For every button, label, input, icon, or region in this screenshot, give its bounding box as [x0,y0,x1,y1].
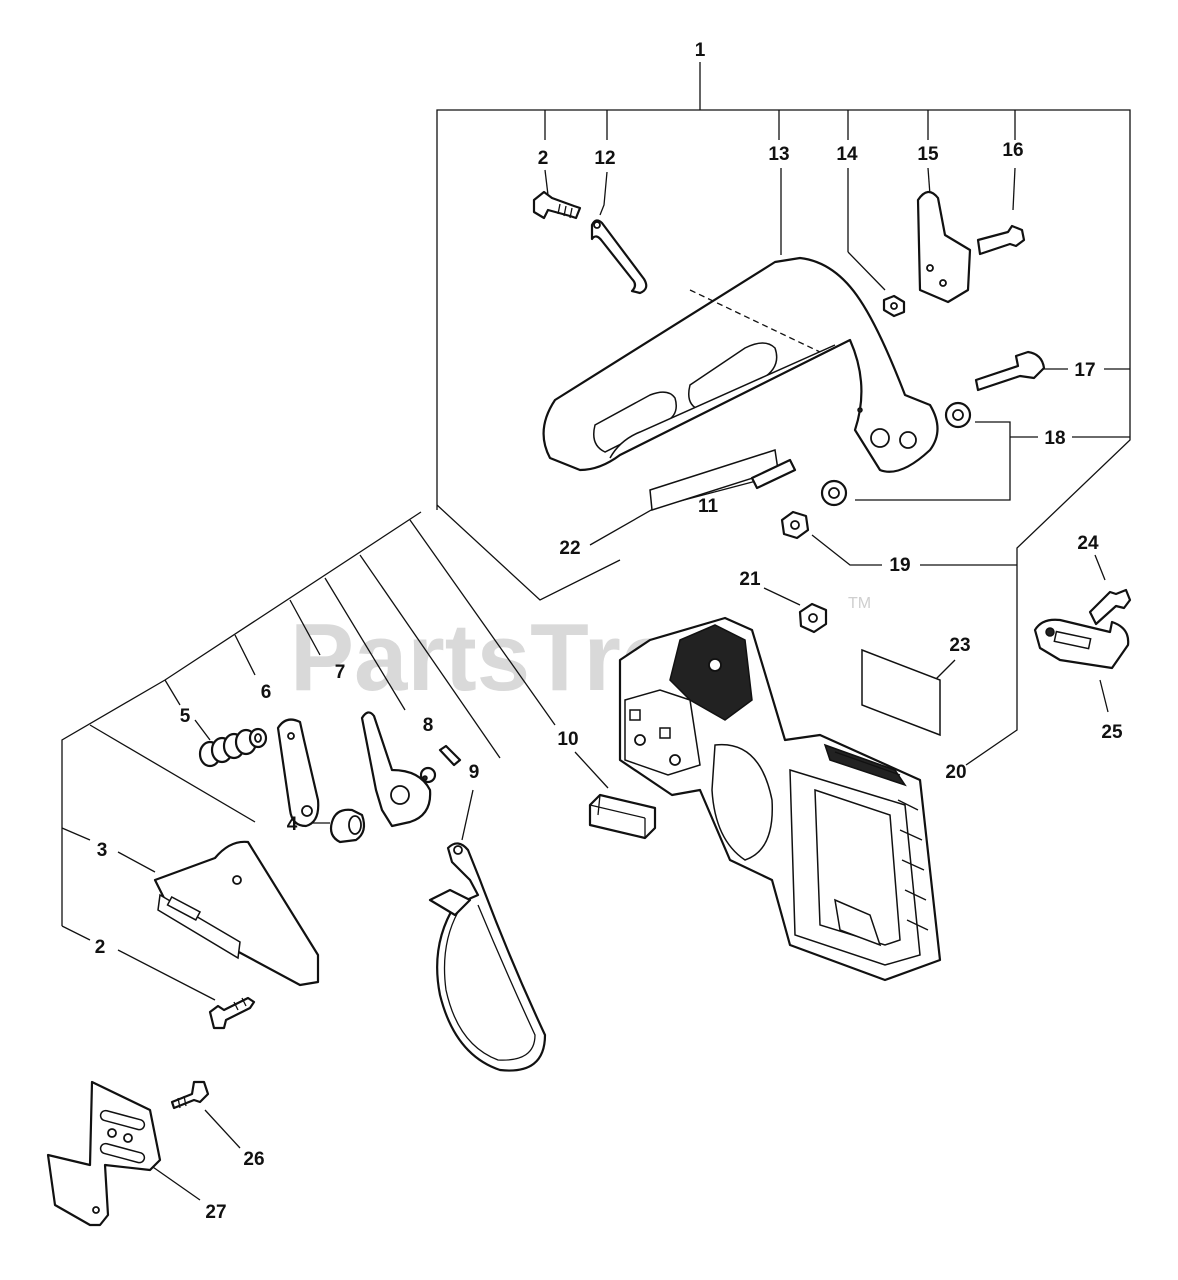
part-21-nut [798,602,828,634]
part-17-bolt [974,350,1046,392]
callout-24: 24 [1077,533,1099,554]
part-23-label [861,648,941,737]
callout-17: 17 [1074,360,1095,381]
cover-vents [834,751,929,931]
callout-3: 3 [97,840,108,861]
callout-18: 18 [1044,428,1065,449]
callout-6: 6 [261,682,272,703]
part-11-pin [750,458,797,490]
callout-26: 26 [243,1149,264,1170]
callout-9: 9 [469,762,480,783]
callout-11: 11 [698,496,719,517]
callout-27: 27 [205,1202,226,1223]
part-3-plate [153,840,320,987]
callout-21: 21 [739,569,761,590]
part-12-clip [590,219,648,295]
part-2-screw [208,996,256,1030]
part-26-screw [170,1080,210,1110]
part-13-chain-cover [542,256,939,473]
part-5-spring [198,727,268,768]
part-10-block [588,793,657,840]
part-16-bolt [976,224,1026,256]
part-15-plate [916,190,972,304]
callout-4: 4 [287,814,298,835]
callout-14: 14 [836,144,858,165]
part-2-bolt [532,190,582,220]
part-4-bushing [329,808,366,844]
callout-5: 5 [180,706,191,727]
part-19-nut [780,510,810,540]
watermark-trademark: TM [848,595,871,612]
callout-1: 1 [695,40,706,61]
part-14-nut [882,294,906,318]
callout-2-top: 2 [538,148,549,169]
callout-10: 10 [557,729,578,750]
fan-lines [89,519,556,824]
part-20-clutch-cover [618,616,942,982]
assembly-bracket-lines [61,62,1131,941]
callout-labels: 1 2 12 13 14 15 16 17 18 19 20 21 22 23 … [95,40,1123,1223]
callout-16: 16 [1002,140,1023,161]
part-8-pin [438,744,462,767]
callout-13: 13 [768,144,789,165]
callout-20: 20 [945,762,966,783]
part-27-guide-plate [46,1080,162,1227]
callout-25: 25 [1101,722,1123,743]
part-18-washer [820,401,972,507]
callout-19: 19 [889,555,910,576]
callout-12: 12 [594,148,615,169]
part-24-screw [1088,588,1132,626]
callout-8: 8 [423,715,434,736]
part-6-lever [276,718,320,828]
part-7-lever [360,711,437,828]
part-25-bracket [1033,618,1130,670]
callout-15: 15 [917,144,939,165]
callout-7: 7 [335,662,346,683]
callout-2-bottom: 2 [95,937,106,958]
callout-23: 23 [949,635,970,656]
part-9-brake-band [428,842,547,1072]
callout-22: 22 [559,538,580,559]
